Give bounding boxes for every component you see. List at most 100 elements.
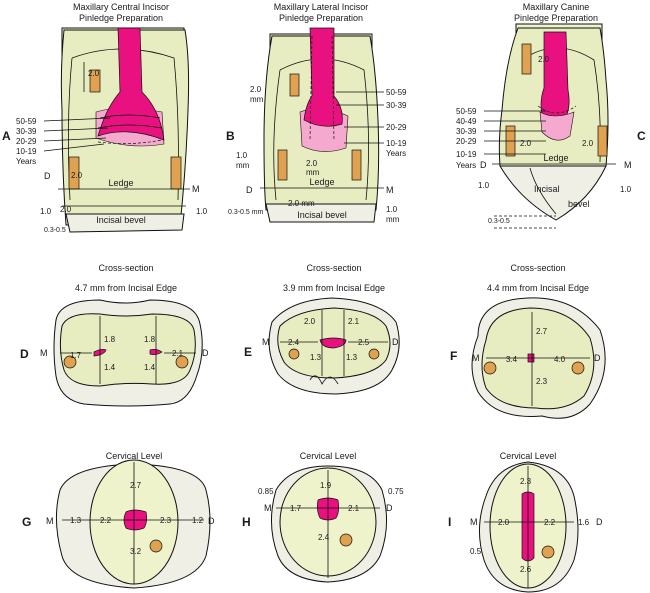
panel-f-pin-left [483,361,497,375]
panel-c-title-2: Pinledge Preparation [514,13,598,23]
panel-c-mesial: M [624,160,632,170]
panel-i-heading: Cervical Level [500,451,557,461]
panel-d-heading: Cross-section [98,263,153,273]
panel-c-age-5: 10-19 [456,150,477,159]
panel-g-value-6: 3.2 [130,547,142,556]
panel-d-distance: 4.7 mm from Incisal Edge [75,283,177,293]
panel-d-pin-left [63,355,77,369]
panel-a-outline [71,48,179,201]
panel-c-bevel-thickness: 0.3-0.5 [488,218,510,225]
panel-c-ledge-depth: 2.0 [520,139,532,148]
panel-g-value-5: 1.2 [192,516,204,525]
panel-c-age-2: 40-49 [456,117,477,126]
panel-b-pin-left [277,149,288,181]
panel-h-value-5: 2.1 [348,504,360,513]
panel-d-cross-section: Cross-section 4.7 mm from Incisal Edge D… [20,263,209,407]
panel-a-ledge-depth: 2.0 [60,205,72,214]
panel-a-central-incisor: Maxillary Central Incisor Pinledge Prepa… [2,2,208,234]
panel-c-pin-right [597,125,608,157]
panel-b-incisal-edge [265,203,377,223]
panel-f-distal: D [594,353,601,363]
panel-g-distal: D [208,516,215,526]
panel-h-value-1: 1.9 [320,481,332,490]
panel-g-heading: Cervical Level [106,451,163,461]
panel-f-value-3: 4.0 [554,355,566,364]
panel-a-left-clearance: 1.0 [40,207,52,216]
panel-i-value-6: 2.6 [520,565,532,574]
panel-a-title-2: Pinledge Preparation [79,13,163,23]
panel-f-distance: 4.4 mm from Incisal Edge [487,283,589,293]
panel-h-mesial: M [264,503,272,513]
panel-g-pin [149,539,163,553]
panel-g-value-2: 1.3 [70,516,82,525]
panel-b-pin-unit: mm [250,95,264,104]
panel-e-pin-right [368,348,380,360]
panel-c-age-3: 30-39 [456,127,477,136]
panel-e-value-6: 1.3 [346,353,358,362]
panel-b-age-unit: Years [386,149,406,158]
panel-c-canine: Maxillary Canine Pinledge Preparation C … [456,2,646,229]
panel-c-title-1: Maxillary Canine [523,2,590,12]
panel-b-age-4: 10-19 [386,139,407,148]
panel-c-ledge-label: Ledge [543,153,568,163]
panel-c-bevel-label-2: bevel [568,199,590,209]
panel-f-value-4: 2.3 [536,377,548,386]
panel-h-value-2: 0.85 [258,487,274,496]
panel-d-letter: D [20,347,29,361]
panel-c-pin-depth: 2.0 [538,55,550,64]
panel-g-letter: G [22,515,31,529]
panel-b-distal: D [246,185,253,195]
panel-d-pin-right [175,355,189,369]
panel-a-letter: A [2,129,11,143]
panel-a-pin-top [89,69,101,93]
panel-e-value-2: 2.1 [348,317,360,326]
panel-b-mesial: M [386,185,394,195]
panel-d-value-6: 1.4 [144,363,156,372]
panel-d-value-1: 1.8 [104,335,116,344]
panel-b-pin-depth: 2.0 [250,85,262,94]
panel-c-pulp [540,31,570,129]
panel-a-age-4: 10-19 [16,147,37,156]
panel-h-pin [339,533,353,547]
panel-a-ledge-label: Ledge [108,178,133,188]
panel-c-right-clearance: 1.0 [620,185,632,194]
panel-b-bevel-thickness: 0.3-0.5 mm [228,209,264,216]
panel-g-value-3: 2.2 [100,516,112,525]
panel-b-pin-right [351,149,362,181]
panel-b-ledge-width: 2.0 mm [288,199,315,208]
panel-a-pulp [97,27,165,141]
panel-f-cross-section: Cross-section 4.4 mm from Incisal Edge F… [450,263,606,419]
panel-d-value-4: 1.8 [144,335,156,344]
panel-d-value-3: 1.4 [104,363,116,372]
panel-c-incisal-edge [499,165,607,221]
panel-e-cross-section: Cross-section 3.9 mm from Incisal Edge E… [244,263,400,395]
panel-i-value-2: 2.0 [498,518,510,527]
panel-i-value-4: 1.6 [578,518,590,527]
panel-b-age-2: 30-39 [386,101,407,110]
panel-a-bevel-label: Incisal bevel [96,215,146,225]
panel-i-value-5: 0.5 [470,547,482,556]
panel-d-value-5: 2.1 [172,349,184,358]
panel-i-mesial: M [470,517,478,527]
panel-h-heading: Cervical Level [300,451,357,461]
panel-i-distal: D [596,517,603,527]
panel-c-age-1: 50-59 [456,107,477,116]
panel-e-heading: Cross-section [306,263,361,273]
panel-a-right-clearance: 1.0 [196,207,208,216]
panel-b-left-unit: mm [236,161,250,170]
panel-e-value-4: 2.5 [358,338,370,347]
panel-f-heading: Cross-section [510,263,565,273]
panel-a-pin-right [170,156,182,190]
panel-f-pin-right [571,361,585,375]
panel-a-pin-depth: 2.0 [88,69,100,78]
panel-i-value-1: 2.3 [520,477,532,486]
panel-b-letter: B [226,129,235,143]
panel-e-value-1: 2.0 [304,317,316,326]
panel-a-age-3: 20-29 [16,137,37,146]
panel-b-title-1: Maxillary Lateral Incisor [274,2,369,12]
panel-a-age-2: 30-39 [16,127,37,136]
panel-c-pin-top [521,43,532,75]
panel-b-lateral-incisor: Maxillary Lateral Incisor Pinledge Prepa… [226,2,407,224]
panel-b-right-unit: mm [386,215,400,224]
